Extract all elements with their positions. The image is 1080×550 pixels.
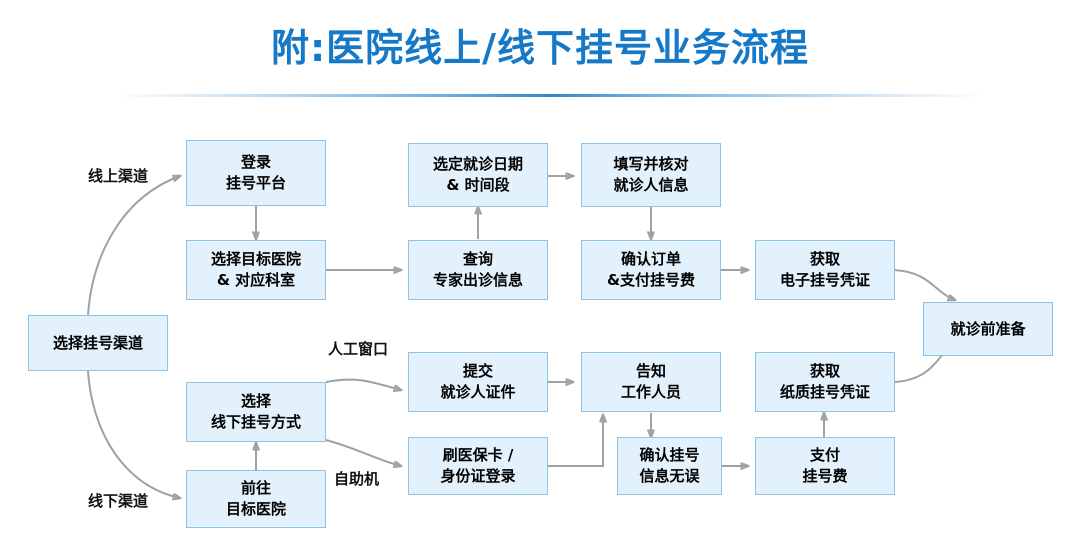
node-choose-channel[interactable]: 选择挂号渠道	[28, 315, 168, 371]
edge-evoucher-to-prep	[893, 269, 955, 300]
node-fill-patient-info[interactable]: 填写并核对 就诊人信息	[581, 143, 721, 207]
node-confirm-order-pay[interactable]: 确认订单 &支付挂号费	[581, 240, 721, 300]
edge-swipecard-to-staff	[548, 415, 603, 467]
node-get-evoucher[interactable]: 获取 电子挂号凭证	[755, 240, 895, 300]
node-pay-fee[interactable]: 支付 挂号费	[755, 437, 895, 495]
node-select-date[interactable]: 选定就诊日期 & 时间段	[408, 143, 548, 207]
node-confirm-info-ok[interactable]: 确认挂号 信息无误	[617, 437, 722, 495]
edge-channel-to-login	[87, 176, 180, 316]
node-get-paper-voucher[interactable]: 获取 纸质挂号凭证	[755, 352, 895, 412]
edge-offlineway-to-swipecard	[325, 439, 401, 466]
node-pre-visit-prep[interactable]: 就诊前准备	[923, 302, 1053, 356]
node-submit-id[interactable]: 提交 就诊人证件	[408, 352, 548, 412]
page-title: 附:医院线上/线下挂号业务流程	[270, 26, 810, 70]
edge-label-online-channel: 线上渠道	[88, 167, 149, 185]
node-query-expert[interactable]: 查询 专家出诊信息	[408, 240, 548, 300]
edge-channel-to-gohospital	[87, 370, 180, 498]
edge-label-manual-window: 人工窗口	[328, 340, 389, 358]
node-go-to-hospital[interactable]: 前往 目标医院	[186, 470, 326, 528]
node-inform-staff[interactable]: 告知 工作人员	[581, 352, 721, 412]
node-select-hospital[interactable]: 选择目标医院 & 对应科室	[186, 240, 326, 300]
edge-label-self-service: 自助机	[334, 470, 380, 488]
node-select-offline-way[interactable]: 选择 线下挂号方式	[186, 382, 326, 442]
node-login-platform[interactable]: 登录 挂号平台	[186, 140, 326, 206]
edge-offlineway-to-submitid	[325, 378, 401, 390]
edge-label-offline-channel: 线下渠道	[88, 492, 149, 510]
title-divider	[120, 94, 980, 97]
node-swipe-card-login[interactable]: 刷医保卡 / 身份证登录	[408, 437, 548, 495]
